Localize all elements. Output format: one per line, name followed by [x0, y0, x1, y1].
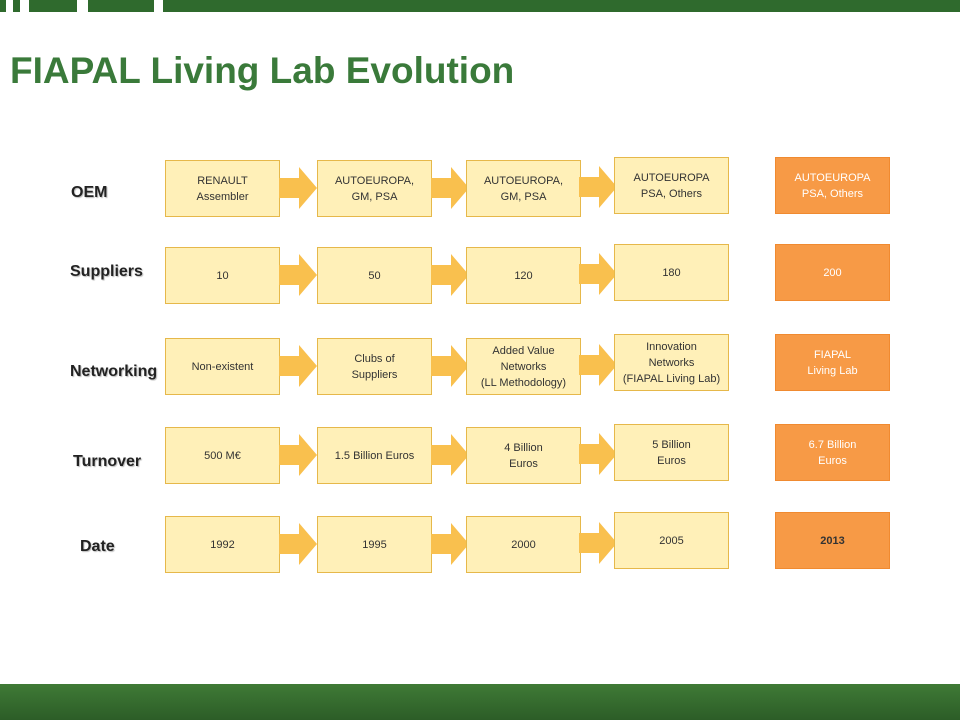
networking-step-box: Clubs of Suppliers: [317, 338, 432, 395]
turnover-step-box: 500 M€: [165, 427, 280, 484]
arrow-right-icon: [579, 433, 617, 475]
networking-final-box: FIAPAL Living Lab: [775, 334, 890, 391]
arrow-right-icon: [279, 167, 317, 209]
row-label-turnover: Turnover: [73, 453, 142, 470]
arrow-right-icon: [431, 345, 469, 387]
turnover-step-box: 4 Billion Euros: [466, 427, 581, 484]
arrow-right-icon: [279, 434, 317, 476]
suppliers-step-box: 120: [466, 247, 581, 304]
row-label-oem: OEM: [71, 184, 108, 201]
turnover-step-box: 1.5 Billion Euros: [317, 427, 432, 484]
row-label-suppliers: Suppliers: [70, 263, 143, 280]
page-title: FIAPAL Living Lab Evolution: [10, 50, 515, 91]
oem-step-box: AUTOEUROPA PSA, Others: [614, 157, 729, 214]
turnover-step-box: 5 Billion Euros: [614, 424, 729, 481]
arrow-right-icon: [579, 522, 617, 564]
suppliers-step-box: 50: [317, 247, 432, 304]
date-final-box: 2013: [775, 512, 890, 569]
date-step-box: 1995: [317, 516, 432, 573]
top-decor-bar: [0, 0, 960, 12]
arrow-right-icon: [431, 523, 469, 565]
arrow-right-icon: [279, 523, 317, 565]
date-step-box: 2005: [614, 512, 729, 569]
date-step-box: 2000: [466, 516, 581, 573]
networking-step-box: Non-existent: [165, 338, 280, 395]
networking-step-box: Added Value Networks (LL Methodology): [466, 338, 581, 395]
date-step-box: 1992: [165, 516, 280, 573]
turnover-final-box: 6.7 Billion Euros: [775, 424, 890, 481]
networking-step-box: Innovation Networks (FIAPAL Living Lab): [614, 334, 729, 391]
oem-final-box: AUTOEUROPA PSA, Others: [775, 157, 890, 214]
row-label-networking: Networking: [70, 363, 158, 380]
arrow-right-icon: [579, 253, 617, 295]
suppliers-step-box: 10: [165, 247, 280, 304]
suppliers-step-box: 180: [614, 244, 729, 301]
suppliers-final-box: 200: [775, 244, 890, 301]
arrow-right-icon: [279, 254, 317, 296]
bottom-decor-bar: [0, 684, 960, 720]
arrow-right-icon: [579, 166, 617, 208]
arrow-right-icon: [431, 167, 469, 209]
oem-step-box: RENAULT Assembler: [165, 160, 280, 217]
oem-step-box: AUTOEUROPA, GM, PSA: [317, 160, 432, 217]
arrow-right-icon: [431, 434, 469, 476]
arrow-right-icon: [431, 254, 469, 296]
row-label-date: Date: [80, 538, 115, 555]
arrow-right-icon: [279, 345, 317, 387]
arrow-right-icon: [579, 344, 617, 386]
oem-step-box: AUTOEUROPA, GM, PSA: [466, 160, 581, 217]
